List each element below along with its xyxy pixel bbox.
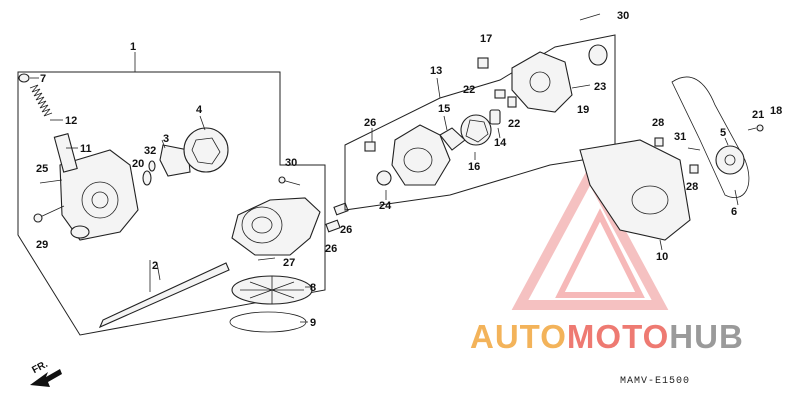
nut-17 bbox=[477, 57, 489, 69]
pin-27 bbox=[257, 257, 276, 261]
oil-pump-housing bbox=[59, 149, 139, 241]
callout-28a: 28 bbox=[652, 117, 664, 129]
callout-9: 9 bbox=[310, 317, 316, 329]
oil-pump-shaft bbox=[98, 260, 230, 329]
callout-22b: 22 bbox=[508, 118, 520, 130]
callout-31: 31 bbox=[674, 131, 686, 143]
pin-32 bbox=[148, 160, 156, 172]
callout-17: 17 bbox=[480, 33, 492, 45]
callout-26b: 26 bbox=[325, 243, 337, 255]
callout-29: 29 bbox=[36, 239, 48, 251]
dowel-26a bbox=[333, 202, 349, 216]
callout-3: 3 bbox=[163, 133, 169, 145]
washer-18 bbox=[756, 124, 764, 132]
dowel-22b bbox=[507, 96, 517, 108]
callout-28b: 28 bbox=[686, 181, 698, 193]
callout-2: 2 bbox=[152, 260, 158, 272]
bolt-21 bbox=[747, 127, 757, 131]
strainer-clip bbox=[229, 311, 307, 333]
oil-pump-assembly-frame bbox=[17, 71, 326, 336]
callout-21: 21 bbox=[752, 109, 764, 121]
relief-valve-spring bbox=[18, 73, 78, 173]
collar-28b bbox=[689, 164, 699, 174]
pump-cover-frame bbox=[344, 34, 616, 211]
callout-1: 1 bbox=[130, 41, 136, 53]
watermark-logo: AUTOMOTOHUB bbox=[470, 318, 744, 356]
callout-25: 25 bbox=[36, 163, 48, 175]
callout-26a: 26 bbox=[340, 224, 352, 236]
callout-7: 7 bbox=[40, 73, 46, 85]
o-ring-20 bbox=[142, 170, 152, 186]
drive-chain bbox=[671, 76, 750, 198]
callout-20: 20 bbox=[132, 158, 144, 170]
outer-rotor bbox=[183, 127, 229, 173]
dowel-26c bbox=[364, 141, 376, 152]
watermark-part-2: MOTO bbox=[566, 318, 670, 355]
rotor-16 bbox=[460, 114, 492, 146]
callout-32: 32 bbox=[144, 145, 156, 157]
callout-5: 5 bbox=[720, 127, 726, 139]
sprocket bbox=[715, 145, 745, 175]
dowel-22a bbox=[494, 89, 506, 99]
callout-10: 10 bbox=[656, 251, 668, 263]
watermark-part-3: HUB bbox=[669, 318, 744, 355]
callout-16: 16 bbox=[468, 161, 480, 173]
seal-23 bbox=[588, 44, 608, 66]
callout-27: 27 bbox=[283, 257, 295, 269]
pump-body-13 bbox=[511, 51, 573, 113]
callout-18: 18 bbox=[770, 105, 782, 117]
chain-cover bbox=[579, 139, 691, 241]
front-arrow-icon bbox=[30, 369, 62, 387]
callout-19: 19 bbox=[577, 104, 589, 116]
bolt-30-right bbox=[579, 13, 601, 21]
oil-strainer bbox=[231, 275, 313, 305]
callout-30a: 30 bbox=[285, 157, 297, 169]
collar-28a bbox=[654, 137, 664, 147]
callout-15: 15 bbox=[438, 103, 450, 115]
bolt-19 bbox=[571, 84, 591, 89]
diagram-code: MAMV-E1500 bbox=[620, 376, 691, 387]
callout-23: 23 bbox=[594, 81, 606, 93]
callout-numbers: 1 2 3 4 5 6 7 8 9 10 11 12 13 14 15 16 1… bbox=[36, 10, 782, 329]
callout-30b: 30 bbox=[617, 10, 629, 22]
pump-cover bbox=[391, 124, 451, 186]
callout-24: 24 bbox=[379, 200, 392, 212]
dowel-26b bbox=[325, 219, 341, 233]
oil-seal-24 bbox=[376, 170, 392, 186]
callout-13: 13 bbox=[430, 65, 442, 77]
leader-lines bbox=[30, 77, 739, 323]
callout-11: 11 bbox=[80, 143, 92, 155]
callout-22a: 22 bbox=[463, 84, 475, 96]
bolt-31 bbox=[687, 147, 701, 151]
callout-6: 6 bbox=[731, 206, 737, 218]
callout-26c: 26 bbox=[364, 117, 376, 129]
callout-12: 12 bbox=[65, 115, 77, 127]
callout-8: 8 bbox=[310, 282, 316, 294]
callout-14: 14 bbox=[494, 137, 507, 149]
callout-4: 4 bbox=[196, 104, 203, 116]
collar-14 bbox=[489, 109, 501, 125]
oil-pump-body bbox=[231, 197, 321, 256]
watermark-part-1: AUTO bbox=[470, 318, 567, 355]
bolt-29 bbox=[37, 205, 65, 219]
bolt-25 bbox=[39, 179, 63, 184]
watermark-triangle bbox=[511, 164, 669, 310]
